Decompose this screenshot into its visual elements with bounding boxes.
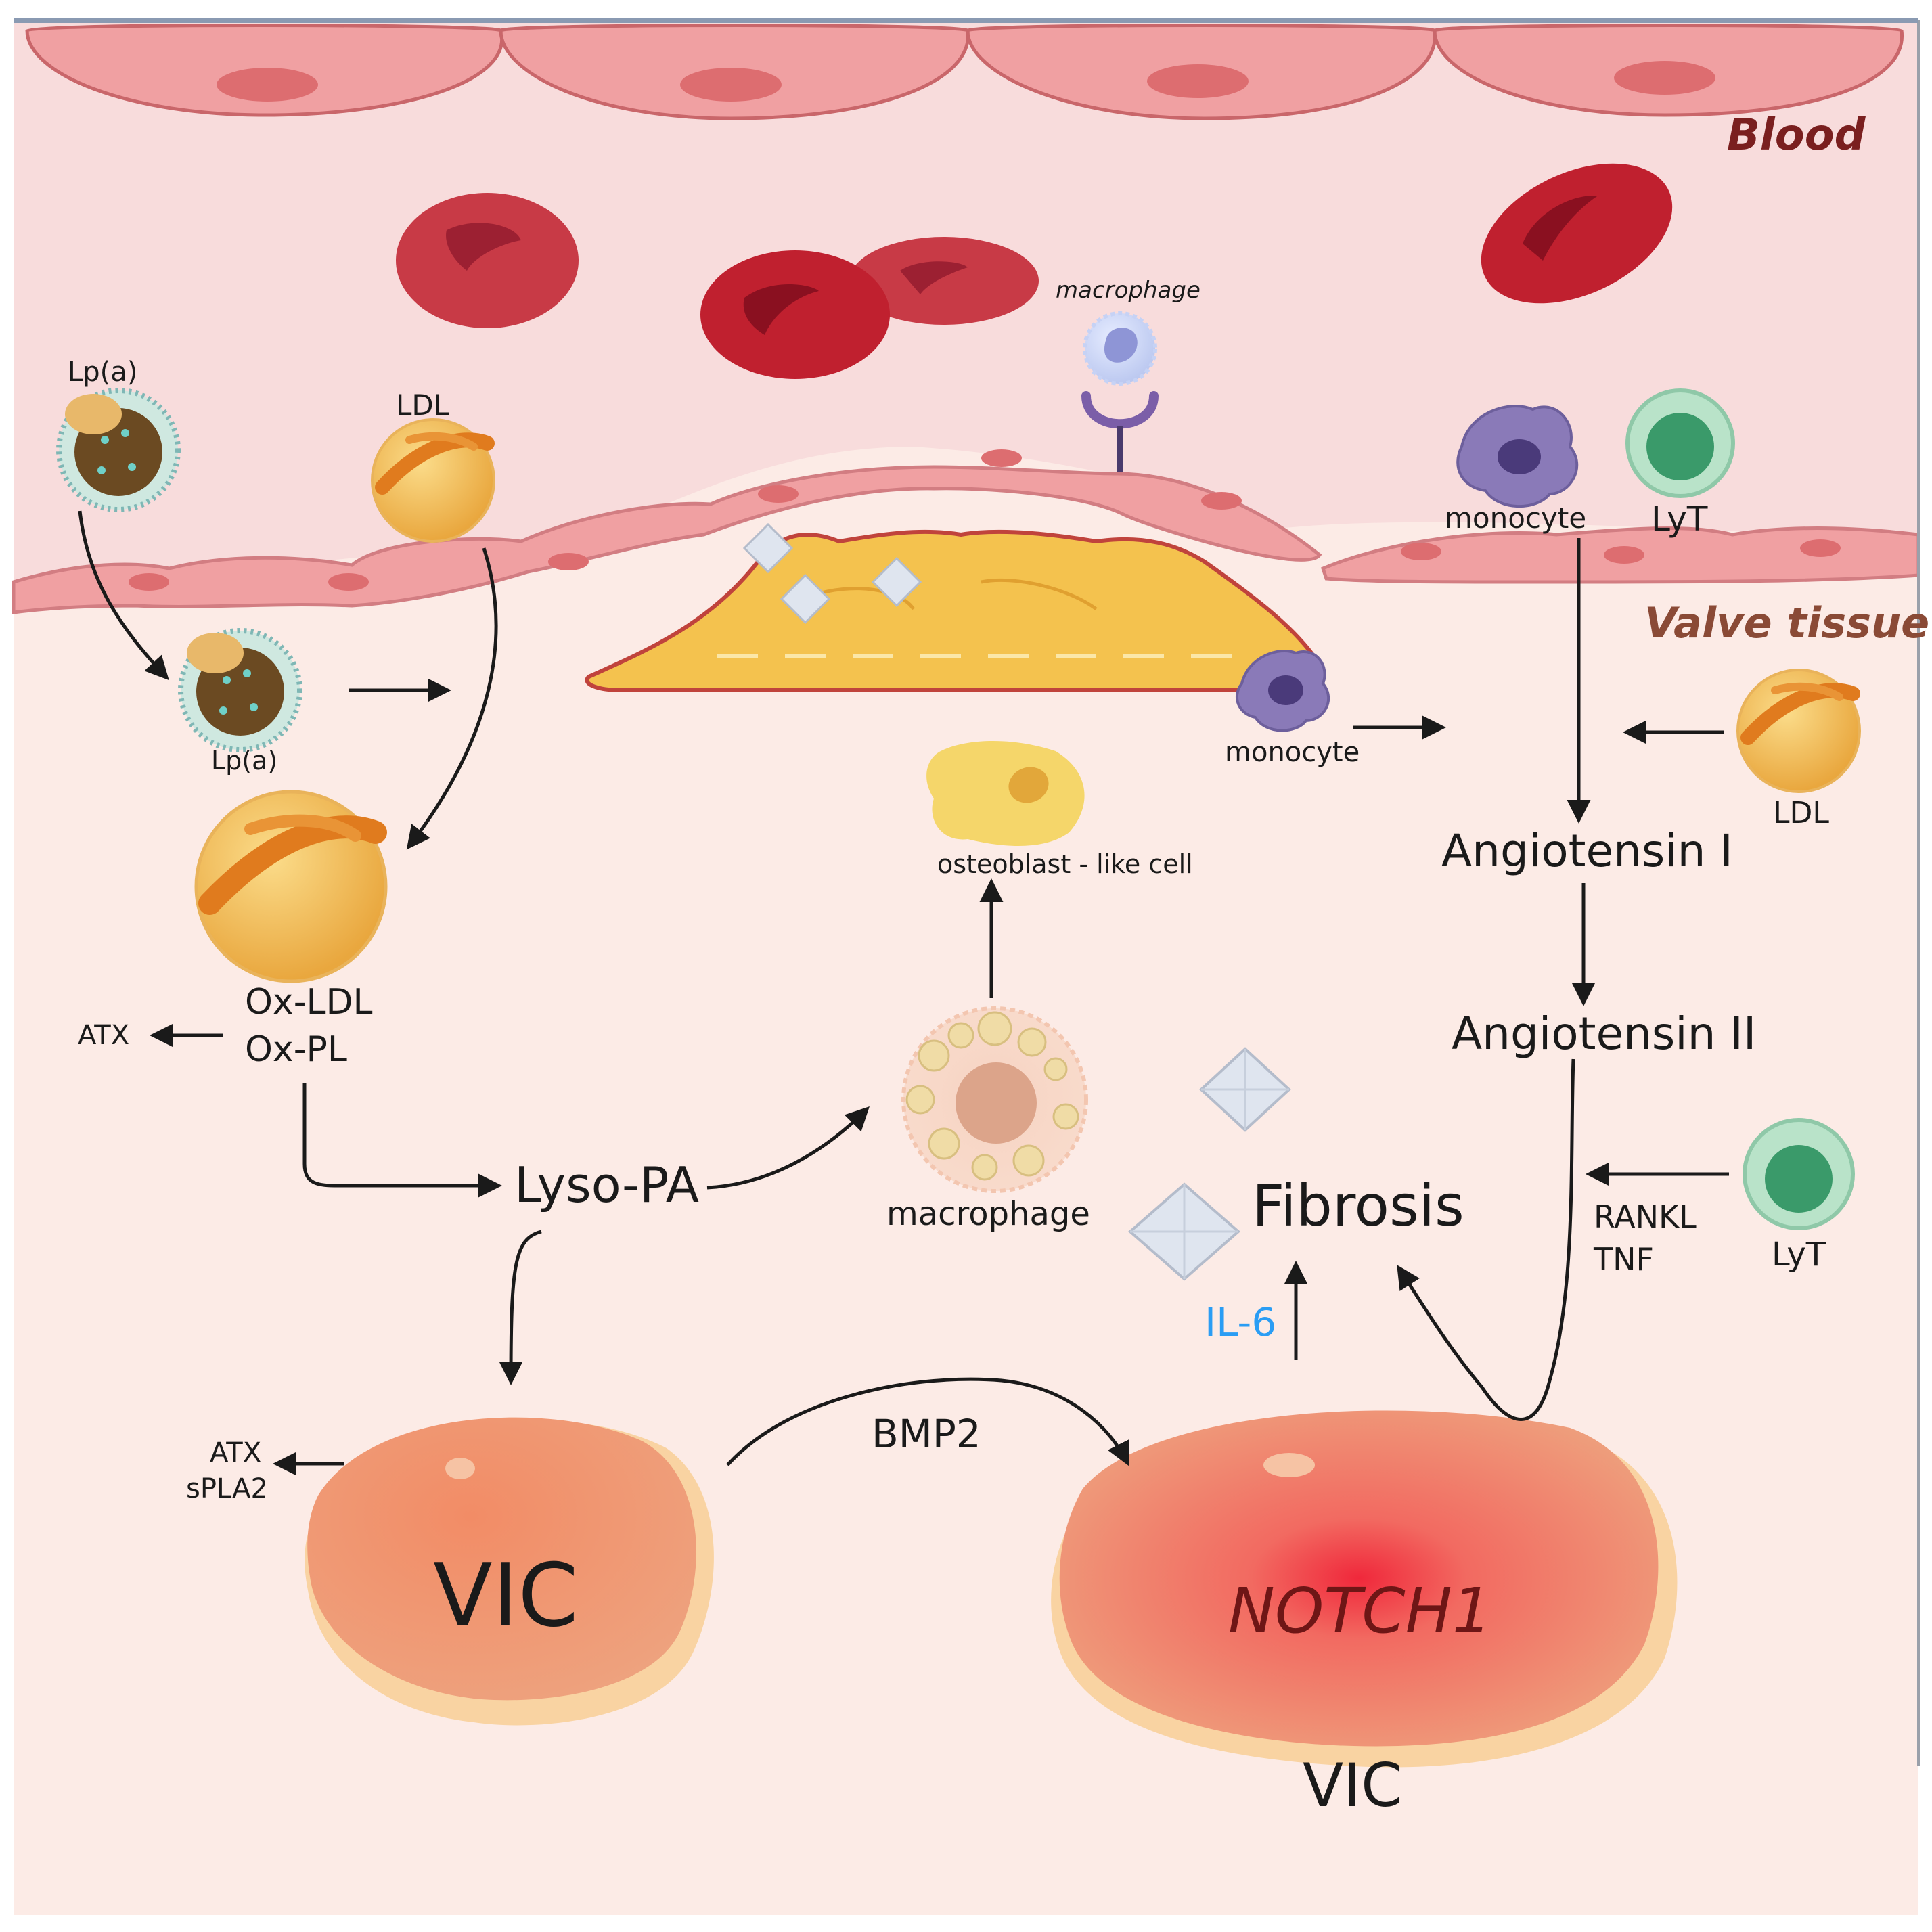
lpa-top-label: Lp(a) — [68, 357, 138, 388]
fibrosis-label: Fibrosis — [1252, 1173, 1464, 1239]
ox-ldl-particle-icon — [194, 790, 388, 983]
lipoprotein-a-icon — [178, 628, 302, 752]
ldl-particle-icon — [1736, 669, 1861, 793]
ldl-particle-icon — [371, 418, 495, 543]
notch1-label: NOTCH1 — [1228, 1575, 1492, 1647]
ox-pl-label: Ox-PL — [245, 1029, 347, 1070]
bmp2-label: BMP2 — [872, 1411, 981, 1457]
red-blood-cell-icon — [849, 237, 1039, 325]
blood-region-label: Blood — [1727, 110, 1866, 160]
valve-tissue-region-label: Valve tissue — [1644, 598, 1930, 648]
arrow-angiotensin-to-fibrosis — [1397, 1058, 1575, 1421]
pathway-arrows — [78, 510, 1729, 1476]
vic-left-label: VIC — [433, 1546, 579, 1646]
top-endothelium — [25, 24, 1904, 120]
macrophage-top-label: macrophage — [1056, 277, 1200, 304]
bottom-endothelium — [12, 449, 1920, 614]
macrophage-icon — [1083, 311, 1157, 386]
lymphocyte-icon — [1743, 1118, 1855, 1230]
ldl-right-label: LDL — [1773, 796, 1829, 830]
lyt-right-label: LyT — [1772, 1236, 1826, 1274]
atx-left-label: ATX — [78, 1020, 130, 1051]
foam-macrophage-icon — [901, 1006, 1088, 1193]
lyso-pa-label: Lyso-PA — [514, 1156, 700, 1213]
atx-bottom-label: ATX — [210, 1437, 262, 1468]
osteoblast-label: osteoblast - like cell — [937, 849, 1193, 879]
monocyte-mid-label: monocyte — [1225, 737, 1360, 768]
monocyte-icon — [1235, 650, 1330, 732]
red-blood-cell-icon — [700, 250, 890, 379]
calcium-crystal-icon — [1199, 1047, 1291, 1132]
il6-label: IL-6 — [1205, 1299, 1277, 1345]
lymphocyte-icon — [1625, 388, 1735, 498]
calcium-crystal-icon — [1127, 1182, 1241, 1281]
monocyte-top-label: monocyte — [1445, 501, 1587, 535]
arrow-ldl-to-oxldl — [406, 547, 498, 850]
ldl-top-label: LDL — [396, 388, 450, 422]
arrow-bmp2 — [726, 1377, 1129, 1466]
tnf-label: TNF — [1594, 1241, 1654, 1278]
vic-cell-icon — [305, 1417, 714, 1726]
vic-cell-icon — [1051, 1410, 1678, 1768]
spla2-label: sPLA2 — [186, 1473, 268, 1504]
arrow-lysopa-to-macrophage — [706, 1106, 870, 1190]
angiotensin-2-label: Angiotensin II — [1452, 1008, 1757, 1060]
angiotensin-1-label: Angiotensin I — [1441, 825, 1733, 877]
arrow-lpa-to-lpa — [78, 510, 169, 681]
red-blood-cell-icon — [396, 193, 579, 328]
lpa-mid-label: Lp(a) — [211, 746, 278, 776]
calcium-crystal-icon — [742, 522, 922, 625]
osteoblast-cell-icon — [926, 741, 1085, 846]
vic-bottom-label: VIC — [1303, 1751, 1403, 1820]
ox-ldl-label: Ox-LDL — [245, 982, 373, 1023]
arrow-lysopa-to-vic — [499, 1230, 542, 1385]
monocyte-icon — [1456, 405, 1579, 508]
macrophage-mid-label: macrophage — [886, 1195, 1090, 1233]
lipoprotein-a-icon — [56, 388, 181, 512]
rankl-label: RANKL — [1594, 1198, 1697, 1235]
lyt-top-label: LyT — [1651, 499, 1708, 539]
arrow-oxpl-to-lysopa — [302, 1083, 502, 1198]
red-blood-cell-icon — [1481, 163, 1673, 304]
